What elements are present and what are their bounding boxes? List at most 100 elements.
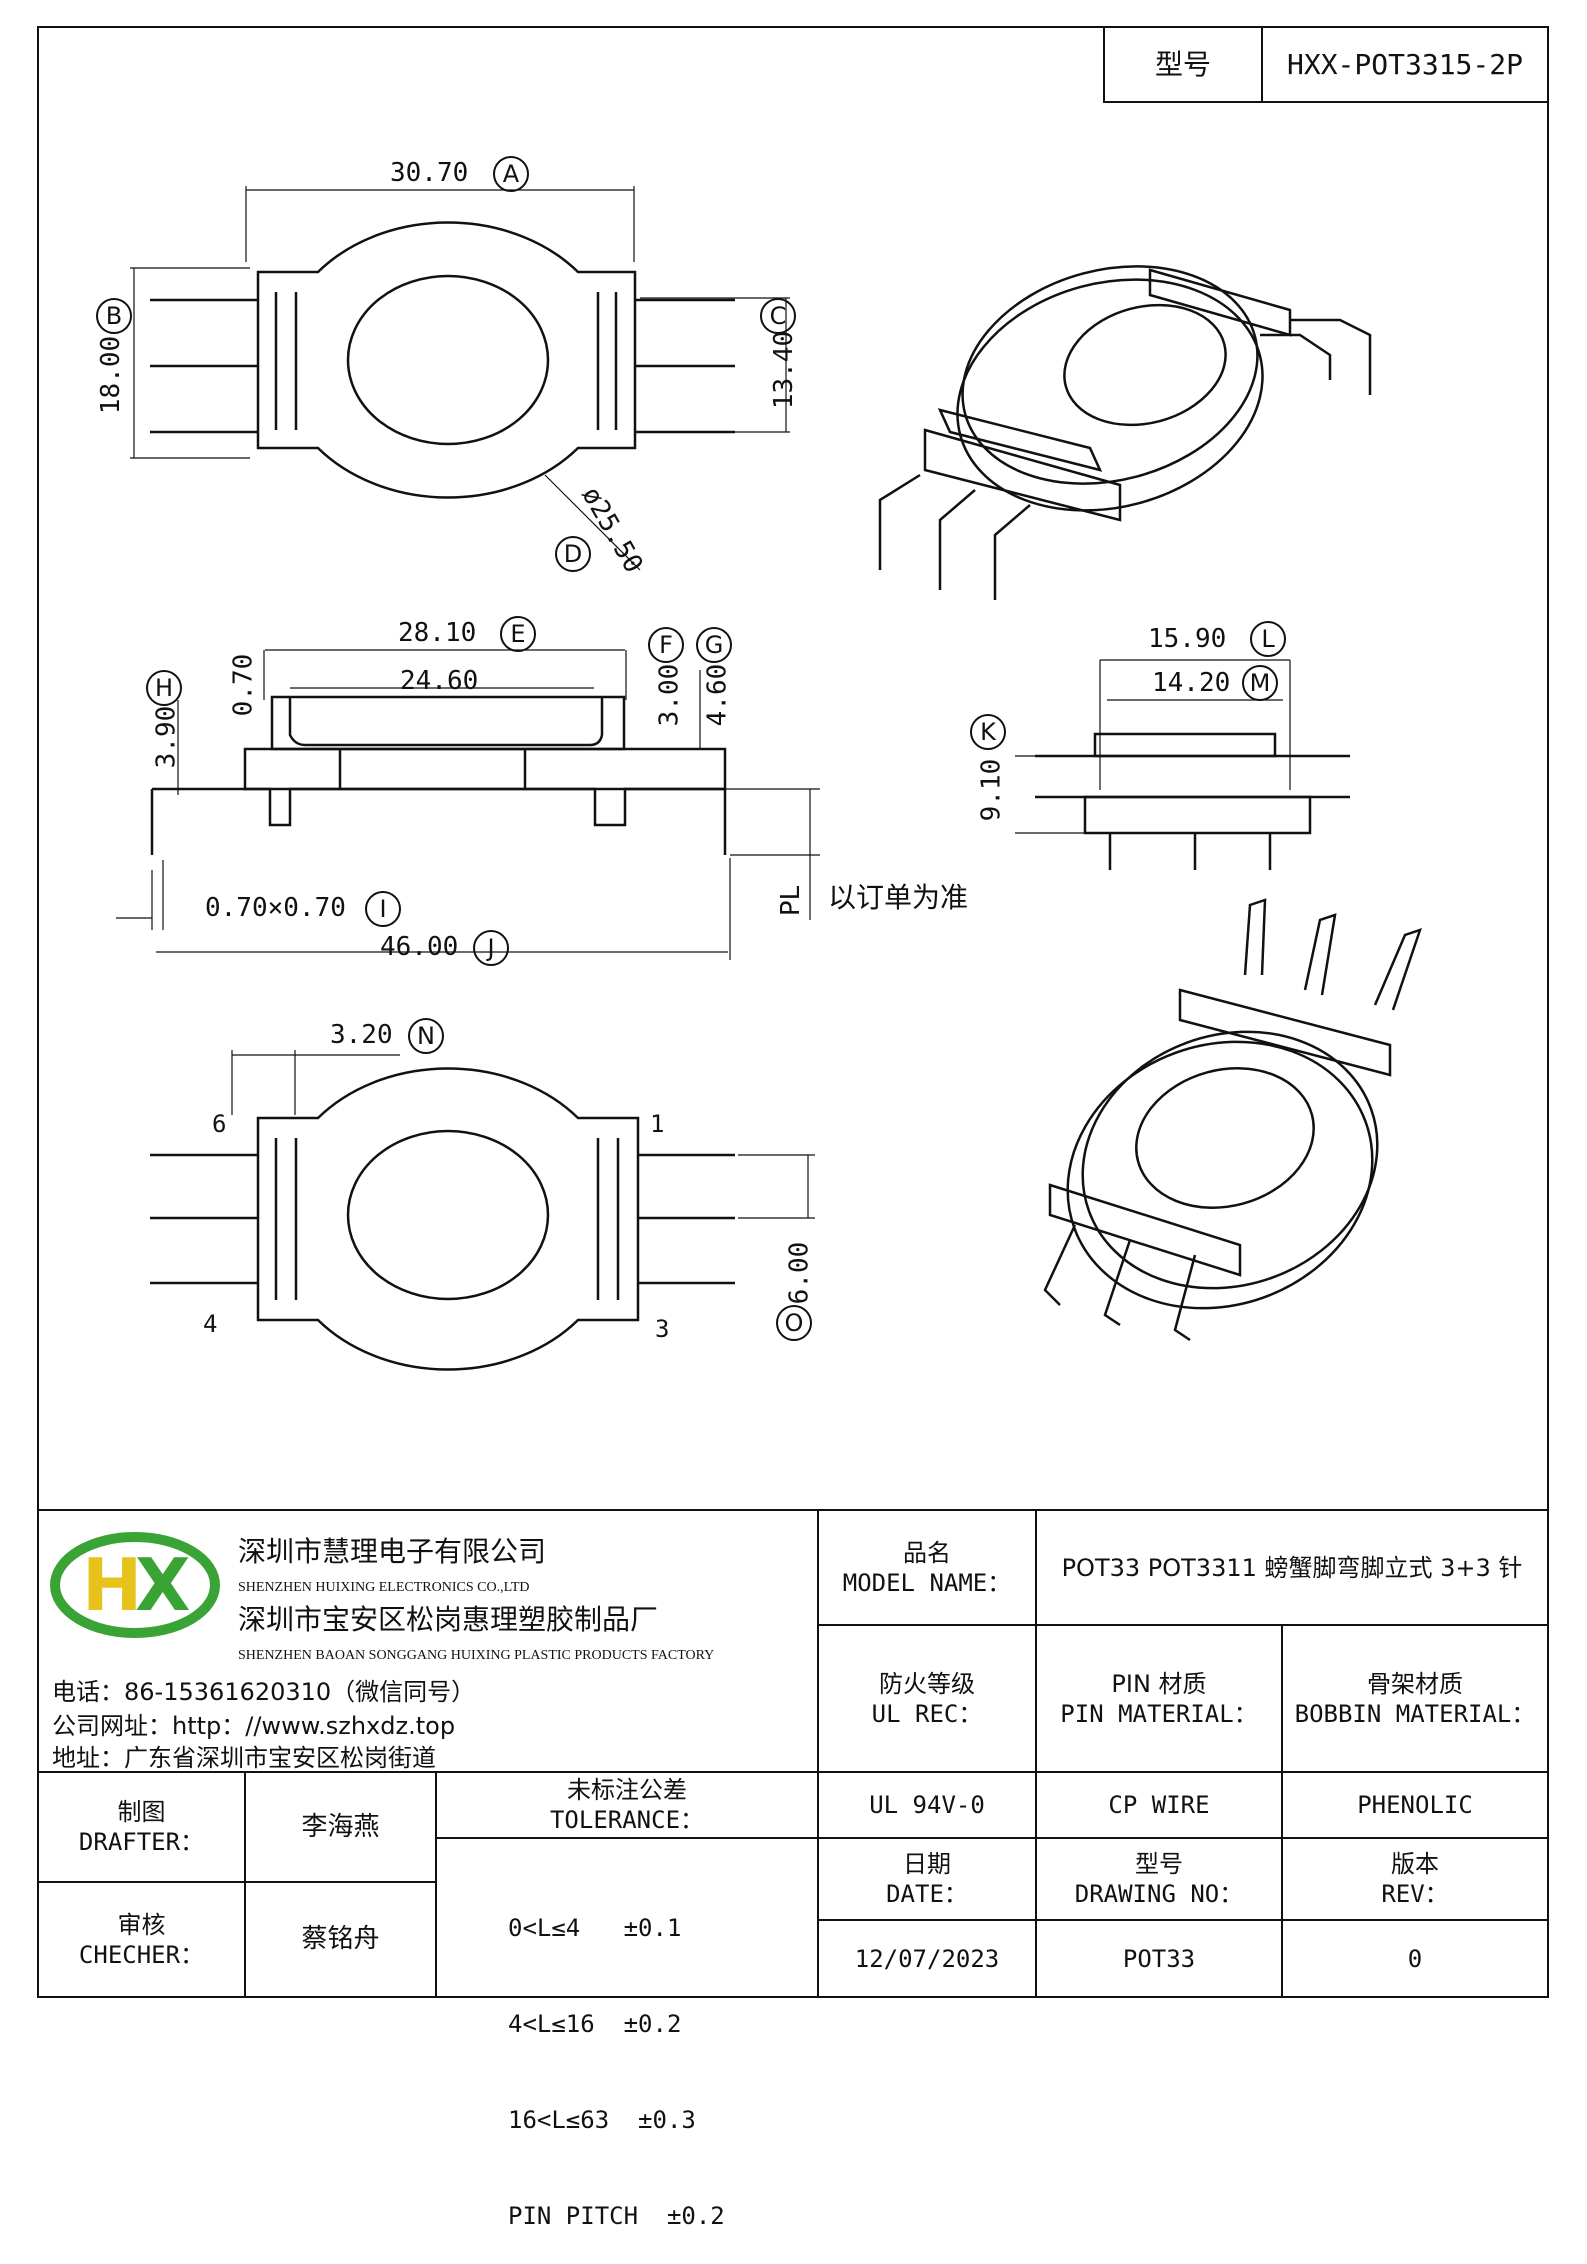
pin-6-label: 6 bbox=[212, 1110, 227, 1138]
checker-label: 审核 CHECHER： bbox=[38, 1882, 245, 1997]
dim-i-value: 0.70×0.70 bbox=[205, 893, 346, 923]
page-border bbox=[37, 26, 1549, 1998]
dim-h-tag: H bbox=[146, 670, 182, 706]
drawing-no-value: POT33 bbox=[1122, 1944, 1196, 1973]
bobbin-cn: 骨架材质 bbox=[1367, 1669, 1463, 1698]
dim-e-tag: E bbox=[500, 616, 536, 652]
dim-n-value: 3.20 bbox=[330, 1020, 393, 1050]
tol-line-4: PIN PITCH ±0.2 bbox=[508, 2202, 725, 2230]
dim-inner-value: 24.60 bbox=[400, 666, 479, 696]
pin-mat-en: PIN MATERIAL： bbox=[1060, 1699, 1258, 1728]
company-address: 地址：广东省深圳市宝安区松岗街道 bbox=[52, 1744, 436, 1772]
rev-cn: 版本 bbox=[1391, 1850, 1439, 1878]
ul-value: UL 94V-0 bbox=[869, 1791, 985, 1819]
dim-070-value: 0.70 bbox=[228, 653, 259, 717]
dim-k-value: 9.10 bbox=[976, 758, 1007, 822]
tolerance-values: 0<L≤4 ±0.1 4<L≤16 ±0.2 16<L≤63 ±0.3 PIN … bbox=[508, 1848, 725, 2264]
company-name-en: SHENZHEN HUIXING ELECTRONICS CO.,LTD bbox=[238, 1580, 530, 1595]
dim-h-value: 3.90 bbox=[151, 705, 182, 769]
dim-pl: PL bbox=[776, 885, 807, 917]
drafter-en: DRAFTER： bbox=[78, 1828, 205, 1856]
rev-en: REV： bbox=[1381, 1880, 1449, 1908]
dim-f-tag: F bbox=[648, 627, 684, 663]
drawing-no-label: 型号 DRAWING NO： bbox=[1036, 1838, 1282, 1920]
dim-c-value: 13.40 bbox=[769, 330, 800, 410]
pin-1-label: 1 bbox=[650, 1110, 665, 1138]
side-view bbox=[150, 695, 727, 855]
header-box bbox=[1103, 26, 1549, 103]
date-value: 12/07/2023 bbox=[854, 1944, 1000, 1973]
dim-m-tag: M bbox=[1242, 665, 1278, 701]
tolerance-label: 未标注公差 TOLERANCE： bbox=[436, 1772, 818, 1838]
company-logo: H X bbox=[50, 1530, 220, 1640]
dim-o-tag: O bbox=[776, 1305, 812, 1341]
dim-g-tag: G bbox=[696, 627, 732, 663]
drawing-en: DRAWING NO： bbox=[1074, 1880, 1244, 1908]
tol-line-3: 16<L≤63 ±0.3 bbox=[508, 2106, 696, 2134]
svg-text:H: H bbox=[82, 1543, 142, 1627]
dim-b-tag: B bbox=[96, 298, 132, 334]
svg-text:X: X bbox=[135, 1543, 191, 1627]
bobbin-material-label: 骨架材质 BOBBIN MATERIAL： bbox=[1282, 1625, 1548, 1772]
dim-c-tag: C bbox=[760, 298, 796, 334]
tol-cn: 未标注公差 bbox=[567, 1776, 687, 1804]
end-view bbox=[1035, 732, 1350, 870]
checker-en: CHECHER： bbox=[78, 1940, 205, 1969]
tol-line-2: 4<L≤16 ±0.2 bbox=[508, 2010, 682, 2038]
technical-drawing bbox=[37, 26, 1549, 1998]
checker-name: 蔡铭舟 bbox=[301, 1924, 380, 1955]
model-value: HXX-POT3315-2P bbox=[1286, 48, 1523, 81]
dim-m-value: 14.20 bbox=[1152, 668, 1231, 698]
company-phone: 电话：86-15361620310（微信同号） bbox=[52, 1678, 476, 1706]
dim-a-value: 30.70 bbox=[390, 158, 469, 188]
dim-g-value: 4.60 bbox=[702, 663, 733, 727]
dim-i-tag: I bbox=[365, 891, 401, 927]
model-label: 型号 bbox=[1154, 48, 1211, 81]
dim-o-value: 6.00 bbox=[784, 1241, 815, 1305]
title-block-grid bbox=[38, 1509, 1548, 1997]
top-view bbox=[150, 221, 735, 499]
factory-name-en: SHENZHEN BAOAN SONGGANG HUIXING PLASTIC … bbox=[238, 1648, 715, 1663]
dim-k-tag: K bbox=[970, 714, 1006, 750]
date-cn: 日期 bbox=[903, 1850, 951, 1878]
ul-en: UL REC： bbox=[871, 1699, 983, 1728]
company-website: 公司网址：http：//www.szhxdz.top bbox=[52, 1712, 456, 1740]
model-name-value: POT33 POT3311 螃蟹脚弯脚立式 3+3 针 bbox=[1061, 1553, 1523, 1582]
rev-value: 0 bbox=[1407, 1944, 1423, 1973]
dim-j-value: 46.00 bbox=[380, 932, 459, 962]
bottom-view bbox=[150, 1067, 735, 1371]
checker-cn: 审核 bbox=[117, 1910, 166, 1939]
date-label: 日期 DATE： bbox=[818, 1838, 1036, 1920]
drafter-name: 李海燕 bbox=[301, 1811, 380, 1842]
pin-4-label: 4 bbox=[203, 1310, 218, 1338]
factory-name-cn: 深圳市宝安区松岗惠理塑胶制品厂 bbox=[238, 1603, 659, 1636]
pin-3-label: 3 bbox=[655, 1315, 670, 1343]
model-name-en: MODEL NAME： bbox=[842, 1568, 1012, 1597]
ul-cn: 防火等级 bbox=[879, 1669, 975, 1698]
dim-d-tag: D bbox=[555, 536, 591, 572]
bobbin-material-value: PHENOLIC bbox=[1357, 1791, 1473, 1819]
dim-f-value: 3.00 bbox=[654, 663, 685, 727]
drawing-cn: 型号 bbox=[1135, 1850, 1183, 1878]
company-name-cn: 深圳市慧理电子有限公司 bbox=[238, 1535, 547, 1568]
isometric-top bbox=[878, 265, 1372, 600]
pin-mat-cn: PIN 材质 bbox=[1111, 1669, 1207, 1698]
model-name-label: 品名 MODEL NAME： bbox=[818, 1510, 1036, 1625]
date-en: DATE： bbox=[886, 1880, 968, 1908]
tol-en: TOLERANCE： bbox=[549, 1806, 705, 1834]
bobbin-en: BOBBIN MATERIAL： bbox=[1294, 1699, 1536, 1728]
dim-b-value: 18.00 bbox=[96, 335, 127, 415]
drafter-cn: 制图 bbox=[117, 1798, 166, 1826]
rev-label: 版本 REV： bbox=[1282, 1838, 1548, 1920]
dim-n-tag: N bbox=[408, 1018, 444, 1054]
ul-rec-label: 防火等级 UL REC： bbox=[818, 1625, 1036, 1772]
pin-material-label: PIN 材质 PIN MATERIAL： bbox=[1036, 1625, 1282, 1772]
pin-material-value: CP WIRE bbox=[1108, 1791, 1210, 1819]
dim-l-tag: L bbox=[1250, 621, 1286, 657]
model-name-cn: 品名 bbox=[903, 1538, 951, 1567]
tol-line-1: 0<L≤4 ±0.1 bbox=[508, 1914, 682, 1942]
drafter-label: 制图 DRAFTER： bbox=[38, 1772, 245, 1882]
dim-l-value: 15.90 bbox=[1148, 624, 1227, 654]
isometric-bottom bbox=[1043, 898, 1422, 1342]
pl-note: 以订单为准 bbox=[828, 881, 969, 914]
